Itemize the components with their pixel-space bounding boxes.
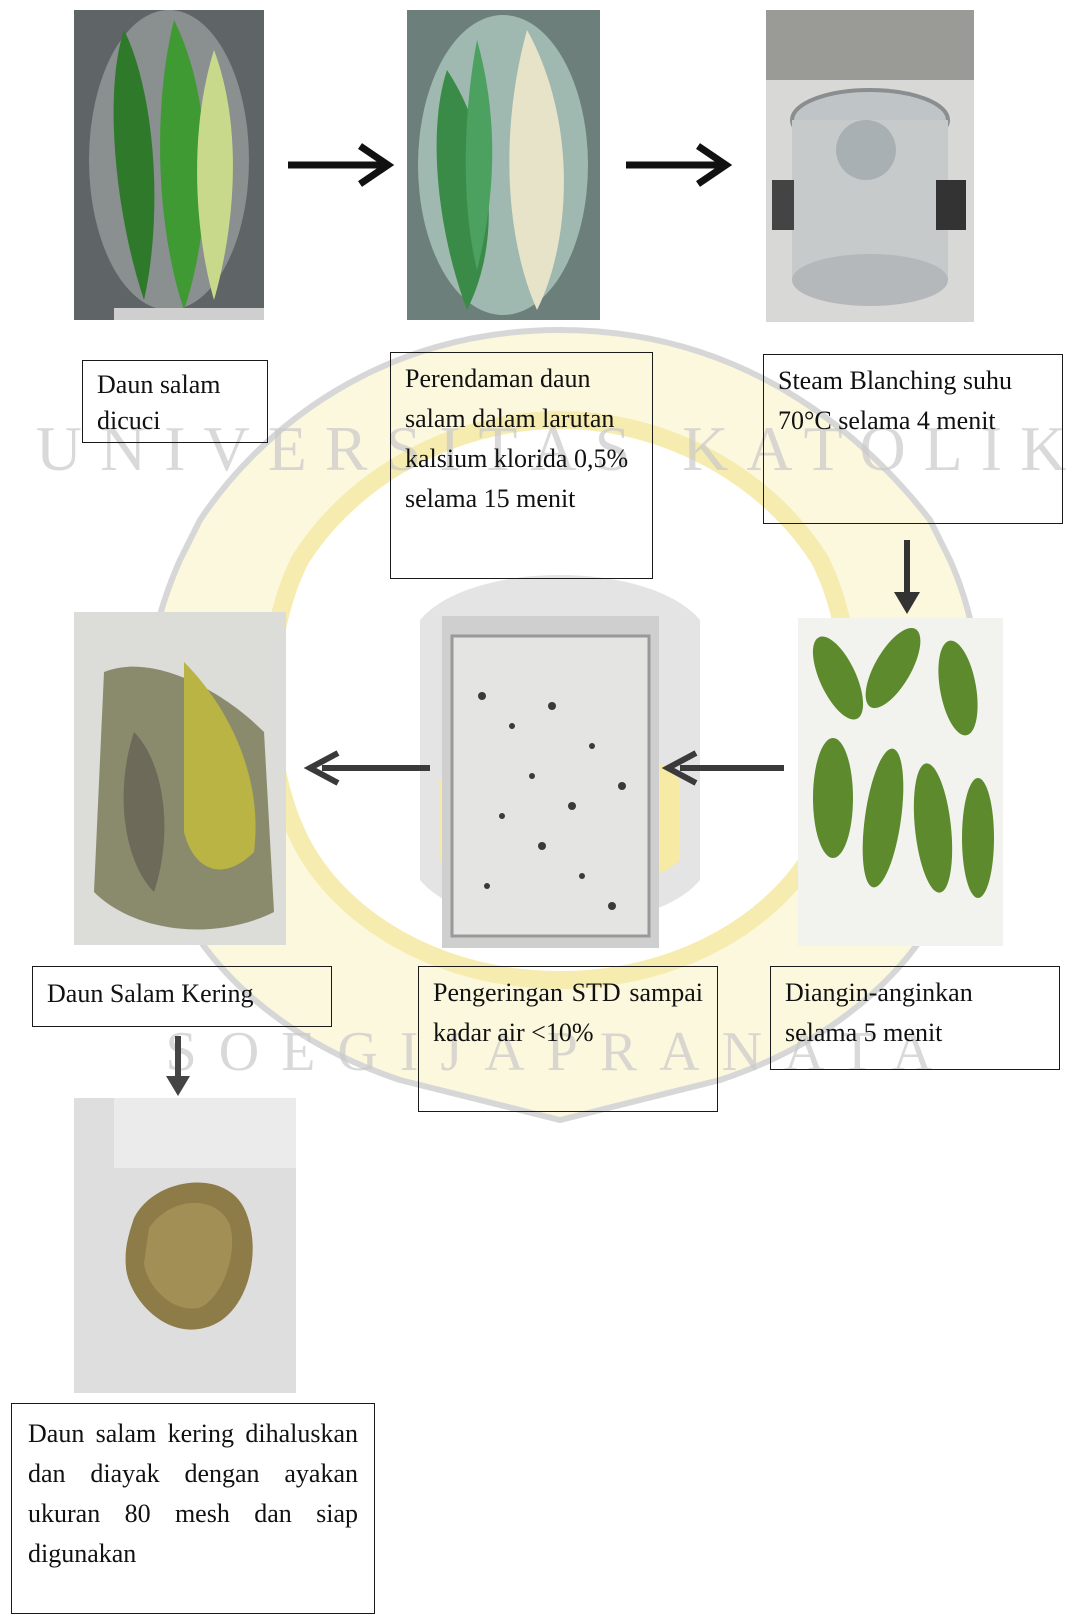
step-blanch-label: Steam Blanching suhu 70°C selama 4 menit [763,354,1063,524]
arrow-dryer-to-dried [302,750,430,786]
step-wash-label: Daun salam dicuci [82,360,268,443]
soaking-leaves-photo [407,10,600,320]
step-air-label: Diangin-anginkan selama 5 menit [770,966,1060,1070]
step-powder-label: Daun salam kering dihaluskan dan diayak … [11,1403,375,1614]
washed-bay-leaves-photo [74,10,264,320]
step-dry-label: Pengeringan STD sampai kadar air <10% [418,966,718,1112]
arrow-wash-to-soak [288,140,400,190]
tray-dryer-photo [442,616,659,948]
step-soak-label: Perendaman daun salam dalam larutan kals… [390,352,653,579]
arrow-dried-to-powder [162,1036,194,1098]
arrow-soak-to-blanch [626,140,738,190]
leaf-powder-photo [74,1098,296,1393]
arrow-blanch-to-air [890,540,924,616]
step-dried-label: Daun Salam Kering [32,966,332,1027]
arrow-air-to-dryer [660,750,784,786]
air-drying-leaves-photo [798,618,1003,946]
dried-leaves-photo [74,612,286,945]
steam-blancher-photo [766,10,974,322]
